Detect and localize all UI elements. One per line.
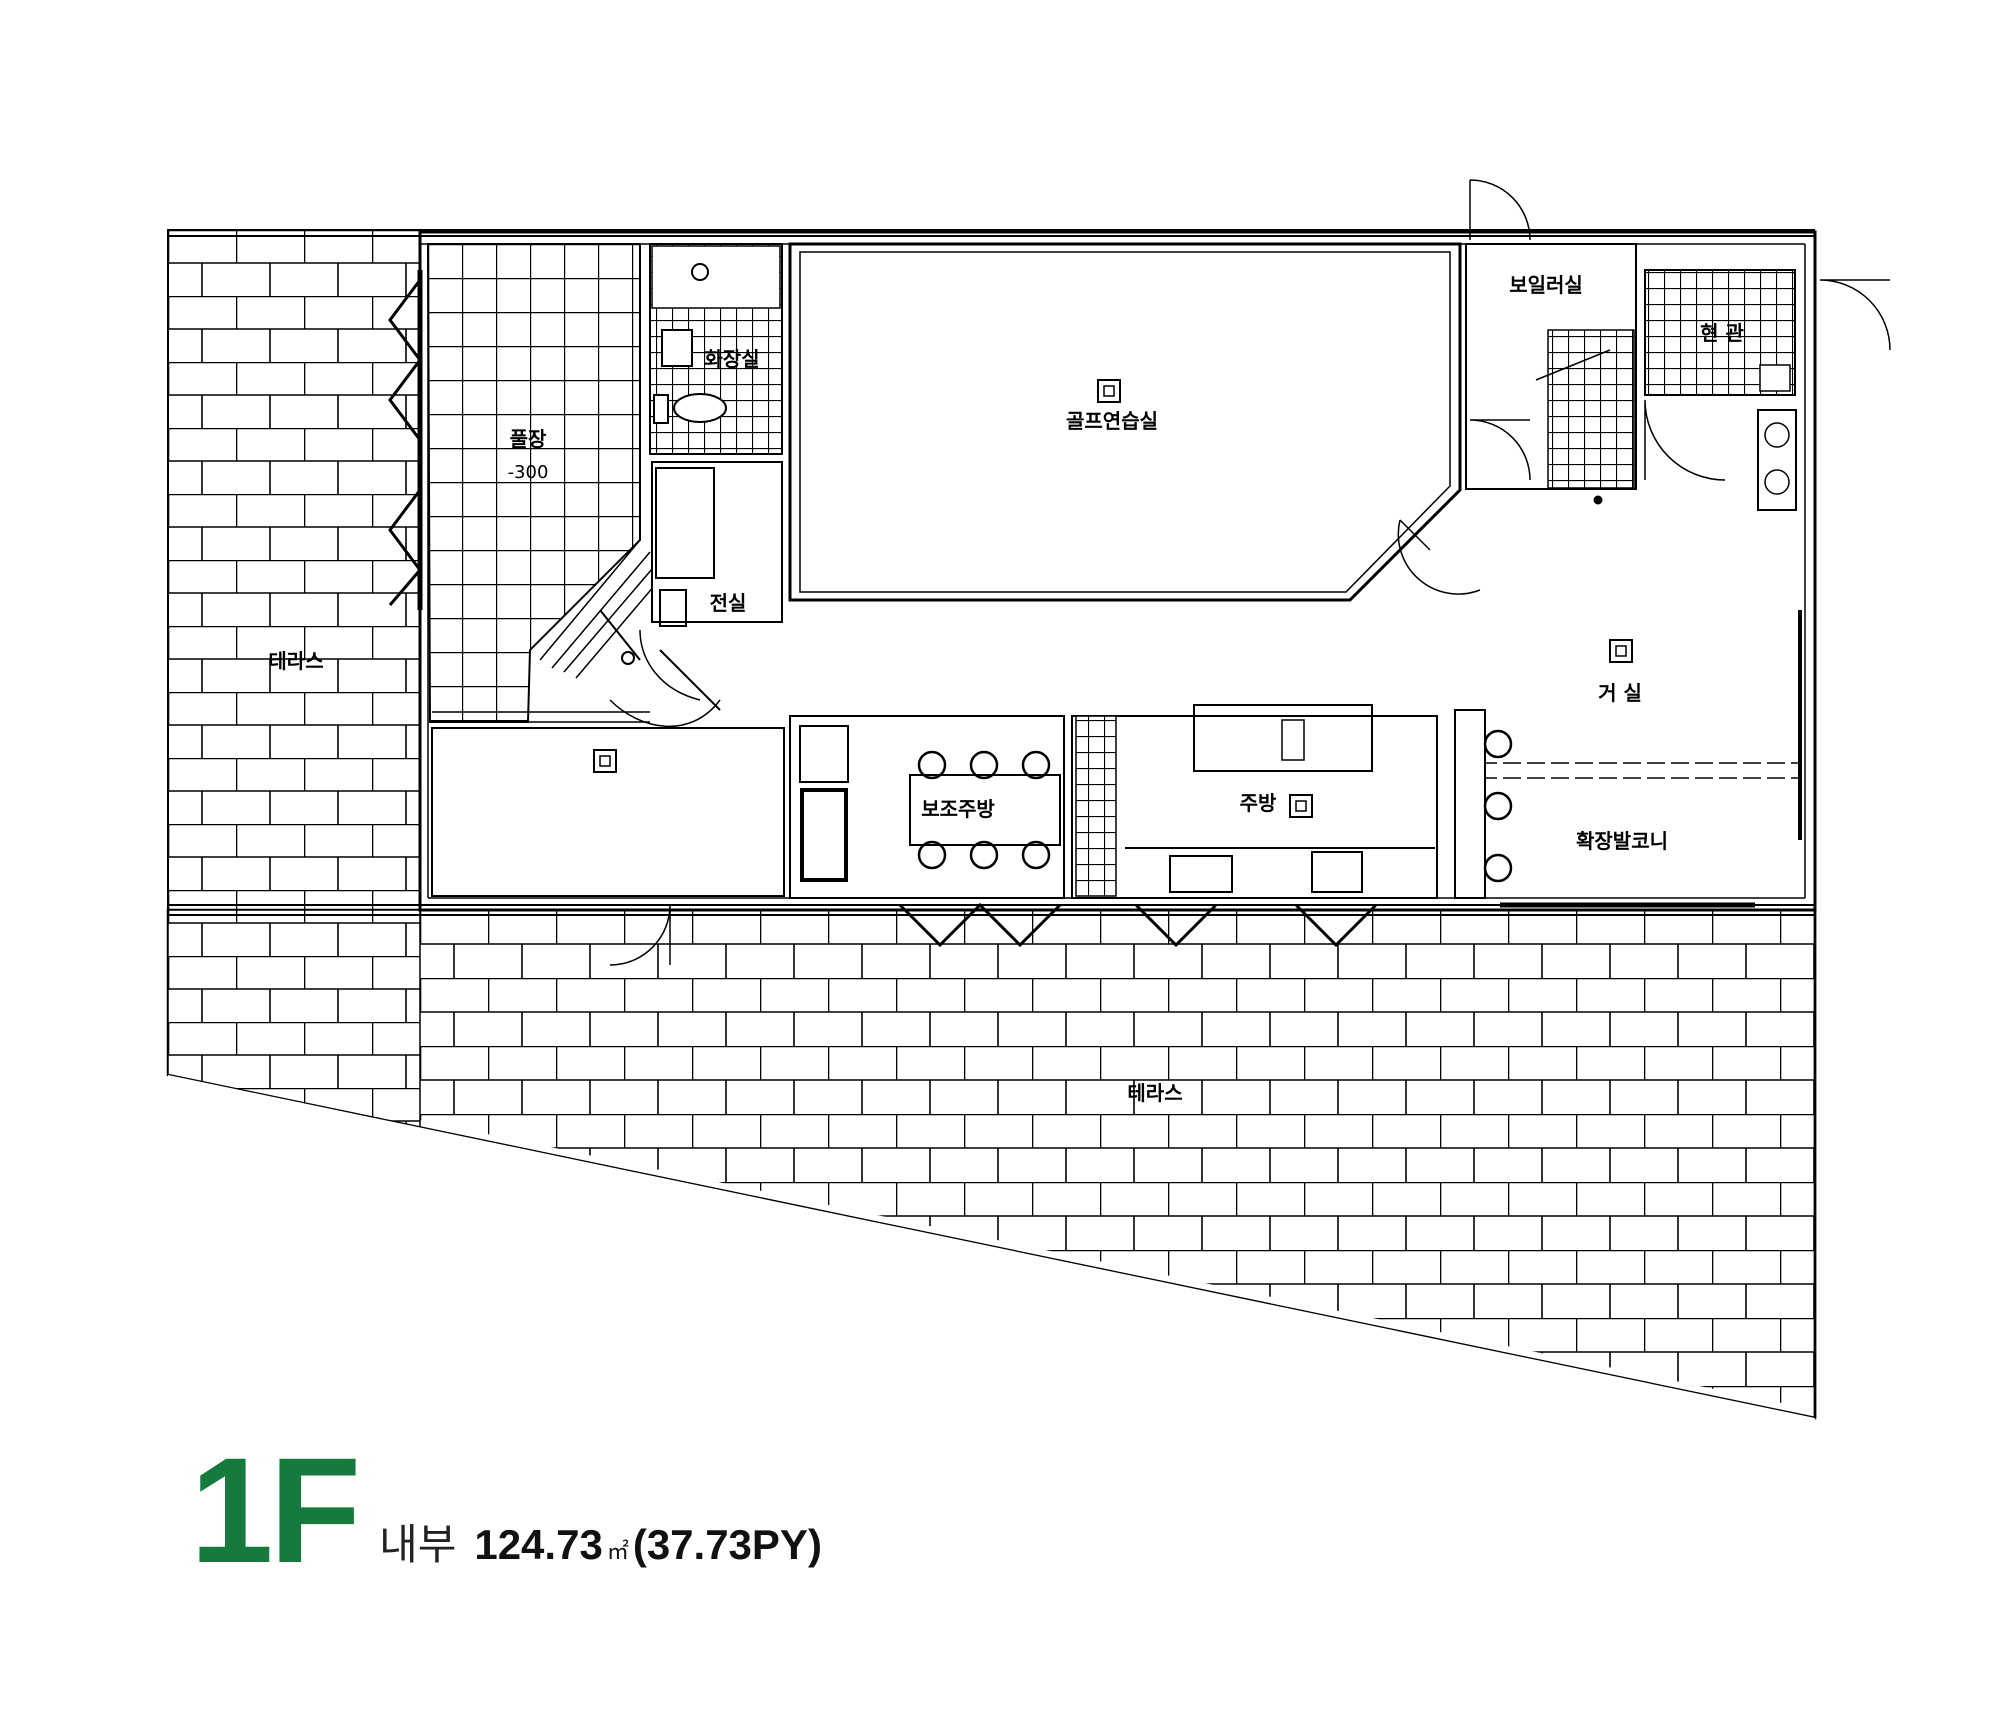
area-pyeong: (37.73PY) [632, 1521, 822, 1568]
golf-room-label: 골프연습실 [1066, 409, 1158, 433]
area-value: 124.73 [474, 1521, 603, 1568]
storage-room-area [431, 699, 785, 966]
laundry-label: 전실 [710, 591, 747, 615]
floor-number: 1F [190, 1426, 361, 1594]
boiler-room-label: 보일러실 [1509, 273, 1583, 297]
balcony-label: 확장발코니 [1576, 829, 1668, 853]
living-room-label: 거 실 [1598, 681, 1642, 705]
terrace-left-area [167, 229, 421, 911]
balcony-area [1454, 709, 1755, 908]
area-summary: 내부 124.73 ㎡ (37.73PY) [379, 1511, 822, 1572]
kitchen-label: 주방 [1240, 791, 1277, 815]
sub-kitchen-label: 보조주방 [921, 797, 995, 821]
laundry-area [639, 461, 783, 711]
golf-room-area [788, 242, 1481, 602]
area-unit: ㎡ [606, 1539, 629, 1564]
terrace-bottom-label: 테라스 [1127, 1081, 1182, 1105]
floor-caption: 1F 내부 124.73 ㎡ (37.73PY) [190, 1420, 822, 1594]
entrance-label: 현 관 [1700, 321, 1744, 345]
area-kind-label: 내부 [379, 1521, 457, 1568]
pool-label: 풀장 [510, 427, 547, 451]
living-room-area [1455, 610, 1802, 840]
kitchen-area [1071, 704, 1438, 948]
pool-depth-label: -300 [508, 462, 549, 483]
terrace-left-label: 테라스 [268, 649, 323, 673]
entrance-area [1644, 269, 1891, 511]
folding-window-left [388, 270, 423, 610]
terrace-bottom-area [166, 905, 1817, 1724]
sub-kitchen-area [789, 715, 1065, 948]
boiler-room-area [1465, 179, 1637, 505]
bathroom-area [649, 243, 783, 455]
bathroom-label: 화장실 [704, 347, 759, 371]
